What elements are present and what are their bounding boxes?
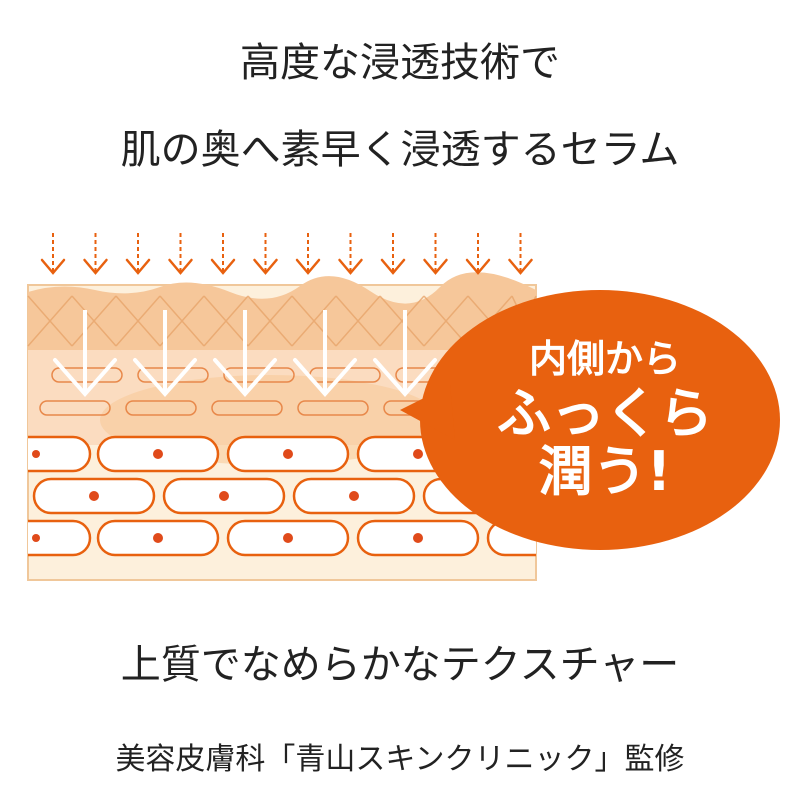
- skin-cell: [226, 435, 350, 473]
- mid-cell: [297, 400, 369, 416]
- callout-bubble: 内側から ふっくら 潤う!: [400, 290, 780, 550]
- hatch-line: [291, 295, 337, 347]
- small-down-arrow: [168, 233, 193, 275]
- mid-cell: [211, 400, 283, 416]
- mid-cell: [223, 367, 295, 383]
- skin-cell: [226, 519, 350, 557]
- hatch-line: [27, 295, 73, 347]
- callout-line-3: 潤う!: [539, 440, 672, 503]
- hatch-line: [423, 295, 469, 347]
- penetration-arrow: [293, 310, 357, 398]
- hatch-line: [203, 295, 249, 347]
- mid-cell: [125, 400, 197, 416]
- small-down-arrow: [253, 233, 278, 275]
- skin-cell: [96, 519, 220, 557]
- penetration-arrow: [213, 310, 277, 398]
- penetration-arrow: [133, 310, 197, 398]
- penetration-arrow: [373, 310, 437, 398]
- headline-line-1: 高度な浸透技術で: [240, 40, 560, 86]
- hatch-line: [71, 295, 117, 347]
- hatch-line: [335, 295, 381, 347]
- skin-cell: [28, 435, 92, 473]
- small-down-arrow: [125, 233, 151, 275]
- small-down-arrow: [83, 233, 108, 275]
- skin-cell: [292, 477, 416, 515]
- penetration-arrows: [53, 310, 437, 398]
- mid-cell: [39, 400, 111, 416]
- small-down-arrow: [465, 233, 491, 275]
- skin-cell: [356, 519, 480, 557]
- penetration-arrow: [53, 310, 117, 398]
- small-down-arrow: [508, 233, 533, 275]
- callout-bubble-shape: [420, 290, 780, 550]
- hatch-line: [379, 295, 425, 347]
- callout-line-1: 内側から: [529, 337, 681, 381]
- supervision-caption: 美容皮膚科「青山スキンクリニック」監修: [115, 742, 685, 777]
- callout-line-2: ふっくら: [497, 382, 713, 445]
- skin-surface-layer: [28, 272, 536, 350]
- small-down-arrow: [423, 233, 448, 275]
- texture-caption: 上質でなめらかなテクスチャー: [120, 642, 680, 688]
- hatch-line: [115, 295, 161, 347]
- headline-line-2: 肌の奥へ素早く浸透するセラム: [120, 127, 680, 173]
- callout-bubble-tail: [400, 385, 455, 440]
- top-arrow-row: [40, 233, 533, 275]
- small-down-arrow: [210, 233, 236, 275]
- small-down-arrow: [380, 233, 406, 275]
- small-down-arrow: [338, 233, 363, 275]
- hatch-line: [159, 295, 205, 347]
- small-down-arrow: [295, 233, 321, 275]
- skin-cell: [32, 477, 156, 515]
- skin-cell: [96, 435, 220, 473]
- small-down-arrow: [40, 233, 66, 275]
- skin-cell: [162, 477, 286, 515]
- hatch-line: [247, 295, 293, 347]
- skin-cell: [28, 519, 92, 557]
